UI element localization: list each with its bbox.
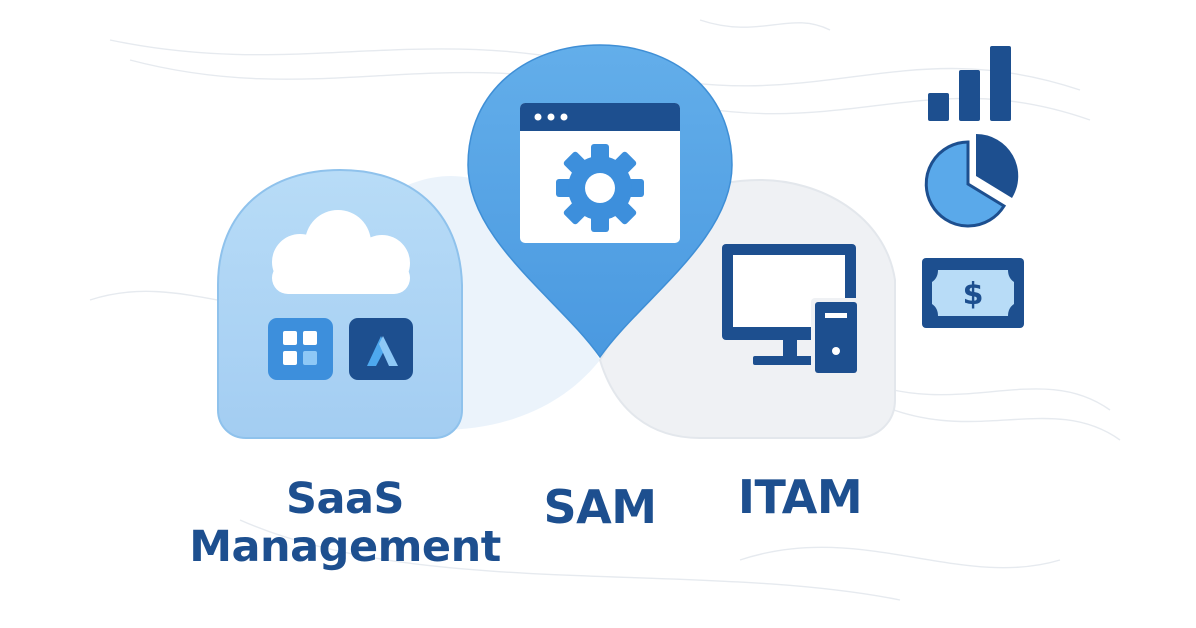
desktop-computer-icon xyxy=(722,244,861,377)
money-bill-icon: $ xyxy=(922,258,1024,328)
saas-label-line1: SaaS xyxy=(286,474,404,524)
cloud-icon xyxy=(272,210,410,294)
saas-management-label: SaaS Management xyxy=(180,475,510,571)
grid-app-icon xyxy=(268,318,333,380)
bar-chart-icon xyxy=(928,46,1011,121)
dollar-sign: $ xyxy=(963,277,984,312)
sam-label: SAM xyxy=(543,480,657,534)
saas-label-line2: Management xyxy=(189,522,501,573)
itam-label: ITAM xyxy=(737,470,863,524)
gear-icon xyxy=(556,144,644,232)
pie-chart-icon xyxy=(924,133,1019,228)
arrow-app-icon xyxy=(349,318,413,380)
